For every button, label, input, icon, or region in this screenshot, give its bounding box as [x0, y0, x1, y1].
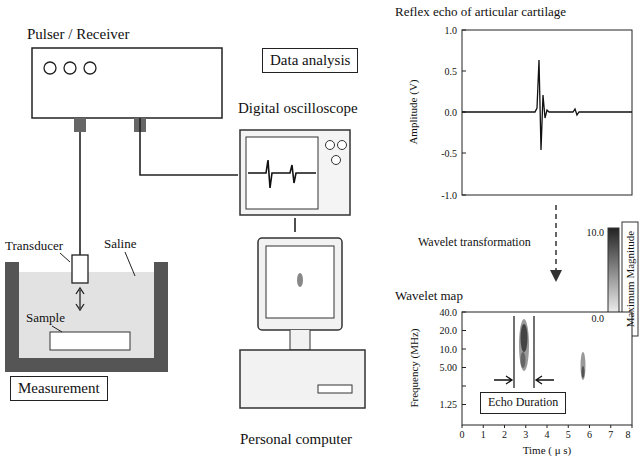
oscilloscope-body: [240, 130, 350, 215]
oscilloscope-screen: [246, 137, 318, 209]
axis-tick: 7: [608, 429, 613, 440]
double-arrow: [76, 288, 84, 310]
personal-computer: Personal computer: [240, 232, 368, 448]
leader-line: [52, 326, 62, 332]
transform-arrow: [555, 205, 557, 272]
axis-title: Time ( μ s): [523, 444, 572, 456]
axis-tick: -0.5: [441, 148, 457, 159]
knob: [64, 62, 76, 74]
axis-tick: 8: [626, 429, 631, 440]
cable: [140, 118, 238, 175]
wavelet-blob: [521, 352, 526, 368]
socket: [74, 118, 86, 132]
wavelet-blob: [519, 319, 529, 371]
plot-frame: [462, 312, 632, 425]
leader-line: [60, 253, 70, 262]
axis-tick: -1.0: [441, 190, 457, 201]
tick-marks: [462, 312, 632, 428]
axis-tick: 1: [481, 429, 486, 440]
axis-title: Frequency (MHz): [408, 328, 420, 407]
measurement-box: Measurement: [10, 376, 108, 401]
knob: [44, 62, 56, 74]
axis-tick: 6: [587, 429, 592, 440]
monitor-stand: [290, 330, 310, 350]
axis-tick: 0.0: [445, 107, 458, 118]
axis-tick: 1.25: [440, 399, 458, 410]
wavelet-blob: [582, 366, 585, 378]
axis-tick: 3: [523, 429, 528, 440]
axis-tick: 40.0: [440, 307, 458, 318]
axis-tick: 5: [566, 429, 571, 440]
plot-title: Wavelet map: [395, 289, 463, 303]
color-bar-tick: 10.0: [587, 227, 605, 238]
arrow-head: [550, 270, 562, 282]
part-label: Sample: [24, 311, 67, 325]
color-bar-title: Maximum Magnitude: [624, 231, 636, 327]
saline: [19, 272, 154, 358]
axis-tick: 2: [502, 429, 507, 440]
node-label: Measurement: [18, 380, 100, 397]
pulser-receiver: Pulser / Receiver: [27, 26, 227, 118]
computer-base: [240, 350, 365, 408]
drive-slot: [318, 385, 352, 393]
data-analysis-box: Data analysis: [262, 48, 358, 73]
axis-tick: 5.00: [440, 362, 458, 373]
knob: [332, 156, 341, 165]
axis-tick: 1.0: [445, 25, 458, 36]
node-label: Digital oscilloscope: [238, 100, 358, 117]
node-label: Echo Duration: [488, 396, 558, 410]
wavelet-blob: [581, 352, 586, 380]
screen-blob: [297, 273, 303, 287]
duration-marker: [513, 316, 514, 388]
transducer-cable: [79, 132, 81, 255]
monitor: [258, 238, 342, 330]
waveform: [248, 160, 316, 188]
axis-tick: 0: [460, 429, 465, 440]
cable: [294, 218, 296, 232]
axis-title: Amplitude (V): [408, 79, 420, 144]
axis-tick: 20.0: [440, 325, 458, 336]
node-label: Personal computer: [240, 431, 352, 448]
sample: [50, 332, 130, 350]
duration-arrow: [536, 376, 554, 384]
part-label: Transducer: [5, 239, 63, 253]
plot-frame: [462, 30, 632, 195]
knob: [338, 141, 347, 150]
echo-signal: [462, 60, 632, 150]
knob: [326, 141, 335, 150]
pulser-box: [32, 48, 222, 118]
step-label: Wavelet transformation: [418, 236, 531, 249]
monitor-screen: [266, 246, 334, 318]
axis-tick: 0.5: [445, 66, 458, 77]
axis-tick: 10.0: [440, 344, 458, 355]
knob: [84, 62, 96, 74]
part-label: Saline: [104, 237, 137, 251]
duration-marker: [533, 316, 534, 388]
node-label: Pulser / Receiver: [27, 26, 129, 43]
transducer: [72, 255, 88, 283]
plot-title: Reflex echo of articular cartilage: [395, 5, 566, 19]
color-bar-tick: 0.0: [592, 313, 605, 324]
axis-tick: 4: [545, 429, 550, 440]
echo-duration-box: Echo Duration: [480, 392, 566, 414]
color-bar-title-frame: [622, 222, 638, 336]
node-label: Data analysis: [270, 52, 350, 69]
leader-line: [125, 252, 135, 276]
color-bar: [608, 228, 619, 320]
digital-oscilloscope: Digital oscilloscope: [238, 100, 362, 218]
duration-arrow: [494, 376, 512, 384]
wavelet-blob: [521, 324, 528, 352]
